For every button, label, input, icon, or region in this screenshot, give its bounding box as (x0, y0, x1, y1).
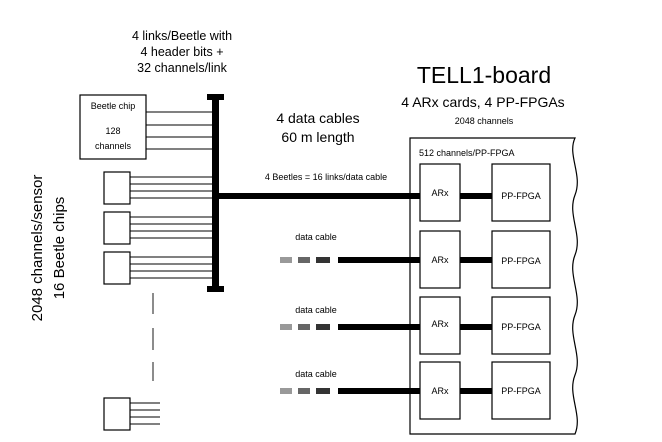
arx-channel-3: data cable ARx PP-FPGA (280, 296, 551, 355)
links-note-line-1: 4 links/Beetle with (132, 29, 232, 43)
cable-dash-2b (298, 257, 310, 263)
pp-fpga-3 (491, 296, 551, 355)
bus-bottom-cap (207, 286, 224, 292)
arx-channel-4: data cable ARx PP-FPGA (280, 361, 551, 420)
data-cable-label-3: data cable (295, 305, 337, 315)
cable-dash-3a (280, 324, 292, 330)
beetle-chip-count: 128 (105, 126, 120, 136)
arx-label-1: ARx (431, 188, 449, 198)
beetle-stub-2 (103, 211, 212, 245)
cable-dash-2c (316, 257, 330, 263)
pp-fpga-label-2: PP-FPGA (501, 256, 541, 266)
main-data-cable: 4 Beetles = 16 links/data cable (219, 172, 420, 199)
cable-dash-3c (316, 324, 330, 330)
cable-dash-4b (298, 388, 310, 394)
data-cable-label-2: data cable (295, 232, 337, 242)
links-note-line-2: 4 header bits + (140, 45, 223, 59)
cables-note-line-1: 4 data cables (276, 110, 359, 126)
arx-channel-1: ARx PP-FPGA (419, 163, 551, 222)
bus-top-cap (207, 94, 224, 100)
pp-fpga-label-3: PP-FPGA (501, 322, 541, 332)
sensor-side-label: 2048 channels/sensor 16 Beetle chips (29, 175, 68, 322)
arx-label-3: ARx (431, 319, 449, 329)
main-cable-label: 4 Beetles = 16 links/data cable (265, 172, 387, 182)
arx-channel-2: data cable ARx PP-FPGA (280, 230, 551, 289)
cable-dash-4a (280, 388, 292, 394)
links-note-line-3: 32 channels/link (137, 61, 227, 75)
beetle-stub-1 (103, 171, 212, 205)
arx-label-2: ARx (431, 255, 449, 265)
data-cable-label-4: data cable (295, 369, 337, 379)
tell1-subtitle: 4 ARx cards, 4 PP-FPGAs (401, 94, 564, 110)
beetle-chip-box (79, 94, 147, 160)
beetle-stub-3 (103, 251, 212, 285)
beetle-chip-title: Beetle chip (91, 101, 136, 111)
arx-label-4: ARx (431, 386, 449, 396)
beetle-stub-4 (103, 397, 160, 431)
arx-card-1 (419, 163, 461, 222)
cable-dash-2a (280, 257, 292, 263)
cable-dash-3b (298, 324, 310, 330)
sensor-channels-label: 2048 channels/sensor (29, 175, 46, 322)
arx-card-4 (419, 361, 461, 420)
pp-fpga-2 (491, 230, 551, 289)
tell1-title: TELL1-board (417, 62, 551, 88)
arx-card-3 (419, 296, 461, 355)
pp-fpga-label-4: PP-FPGA (501, 386, 541, 396)
beetle-chip-unit: channels (95, 141, 132, 151)
tell1-channels: 2048 channels (455, 116, 514, 126)
pp-fpga-4 (491, 361, 551, 420)
beetle-chip: Beetle chip 128 channels (79, 94, 212, 160)
sensor-chips-label: 16 Beetle chips (51, 197, 68, 300)
arx-card-2 (419, 230, 461, 289)
pp-fpga-1 (491, 163, 551, 222)
per-fpga-channels: 512 channels/PP-FPGA (419, 148, 515, 158)
bus-bar (212, 94, 219, 292)
cable-dash-4c (316, 388, 330, 394)
cables-note-line-2: 60 m length (281, 129, 354, 145)
pp-fpga-label-1: PP-FPGA (501, 191, 541, 201)
beetle-chip-links (146, 111, 212, 150)
links-per-beetle-note: 4 links/Beetle with 4 header bits + 32 c… (132, 29, 232, 75)
beetle-bus (207, 94, 224, 292)
